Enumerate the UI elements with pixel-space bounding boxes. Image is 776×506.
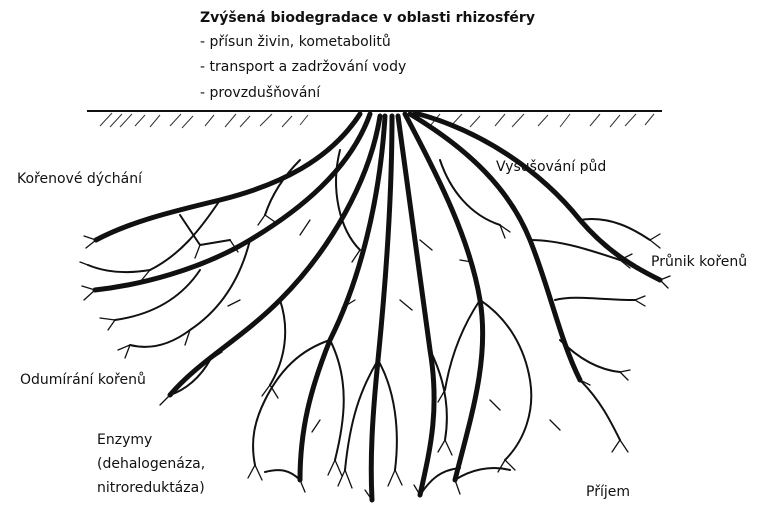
label-root-dieoff: Odumírání kořenů — [20, 371, 146, 389]
label-enzymes-nitroreductase: nitroreduktáza) — [97, 479, 205, 497]
label-root-respiration: Kořenové dýchání — [17, 170, 142, 188]
label-enzymes: Enzymy — [97, 431, 152, 449]
label-uptake: Příjem — [586, 483, 630, 501]
label-soil-drying: Vysušování půd — [496, 158, 606, 176]
label-root-penetration: Průnik kořenů — [651, 253, 747, 271]
label-enzymes-dehalogenase: (dehalogenáza, — [97, 455, 205, 473]
